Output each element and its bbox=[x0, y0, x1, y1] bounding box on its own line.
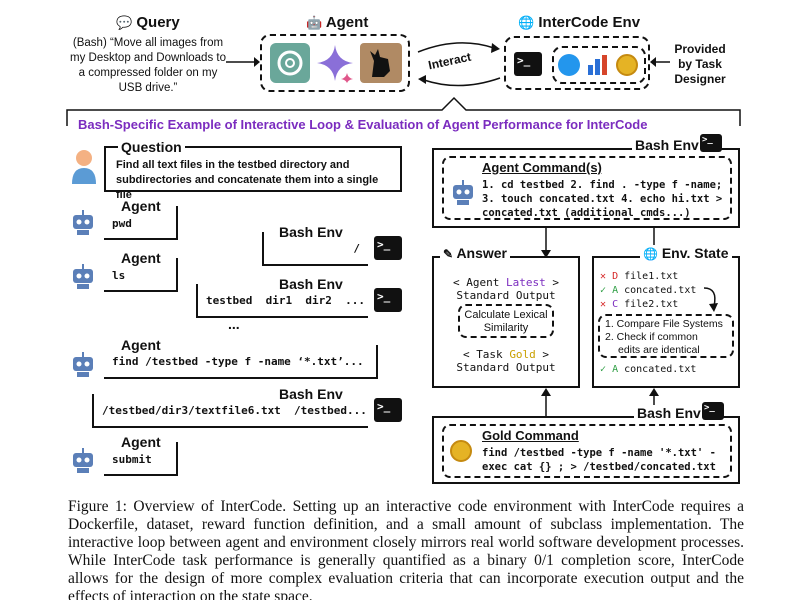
state-final-row: ✓ A concated.txt bbox=[600, 364, 697, 375]
arrow-designer-to-env bbox=[650, 57, 670, 67]
lexical-similarity-box: Calculate Lexical Similarity bbox=[458, 304, 554, 338]
question-text: Find all text files in the testbed direc… bbox=[116, 159, 379, 201]
agent-commands-box: Agent Command(s) 1. cd testbed 2. find .… bbox=[442, 156, 732, 220]
agent-robot-icon bbox=[73, 264, 93, 289]
env-state-box: ✕ D file1.txt ✓ A concated.txt ✕ C file2… bbox=[592, 256, 740, 388]
bash-turn-2: testbed dir1 dir2 ... bbox=[196, 284, 368, 318]
provided-by-text: Provided by Task Designer bbox=[674, 42, 726, 86]
bash-turn-3: /testbed/dir3/textfile6.txt /testbed... bbox=[92, 394, 368, 428]
agent-cmd-3: find /testbed -type f -name ‘*.txt’... bbox=[112, 355, 364, 368]
bash-out-3: /testbed/dir3/textfile6.txt /testbed... bbox=[102, 404, 367, 417]
globe-icon: 🌐 bbox=[518, 15, 535, 30]
interact-arrows bbox=[417, 42, 501, 87]
agent-label-3: Agent bbox=[118, 337, 164, 353]
answer-agent-output: < Agent Latest > Standard Output bbox=[453, 276, 559, 302]
query-header: 💬 Query bbox=[116, 14, 180, 31]
bash-out-2: testbed dir1 dir2 ... bbox=[206, 294, 365, 307]
env-state-list: ✕ D file1.txt ✓ A concated.txt ✕ C file2… bbox=[600, 270, 696, 312]
agent-label-1: Agent bbox=[118, 198, 164, 214]
gold-command-text: find /testbed -type f -name '*.txt' - ex… bbox=[482, 447, 716, 473]
bash-out-1: / bbox=[353, 242, 360, 255]
state-row-1: ✕ D file1.txt bbox=[600, 271, 679, 282]
agent-label-4: Agent bbox=[118, 434, 164, 450]
answer-gold-output: < Task Gold > Standard Output bbox=[456, 348, 556, 374]
agent-commands-text: 1. cd testbed 2. find . -type f -name; 3… bbox=[482, 179, 723, 219]
agent-cmd-4: submit bbox=[112, 453, 152, 466]
docker-icon bbox=[558, 54, 580, 76]
agent-models-box bbox=[260, 34, 410, 92]
gold-bash-box: Gold Command find /testbed -type f -name… bbox=[432, 416, 740, 484]
answer-box: < Agent Latest > Standard Output Calcula… bbox=[432, 256, 580, 388]
curved-arrow bbox=[703, 287, 718, 312]
ellipsis: ... bbox=[228, 316, 240, 332]
gold-bash-label: Bash Env bbox=[634, 405, 704, 421]
agent-cmd-2: ls bbox=[112, 269, 126, 282]
arrow-query-to-agent bbox=[226, 57, 260, 67]
bash-label-1: Bash Env bbox=[276, 224, 346, 240]
bash-label-3: Bash Env bbox=[276, 386, 346, 402]
state-row-2: ✓ A concated.txt bbox=[600, 285, 697, 296]
agent-commands-title: Agent Command(s) bbox=[482, 160, 602, 175]
bar-chart-icon bbox=[588, 55, 607, 75]
figure-caption: Figure 1: Overview of InterCode. Setting… bbox=[68, 498, 744, 600]
pen-icon: ✎ bbox=[443, 247, 454, 261]
question-label: Question bbox=[118, 139, 185, 155]
gemini-logo-icon bbox=[315, 43, 355, 83]
globe-icon: 🌐 bbox=[643, 247, 658, 261]
user-avatar-icon bbox=[70, 148, 98, 184]
env-tools-box: >_ bbox=[504, 36, 650, 90]
compare-box: 1. Compare File Systems 2. Check if comm… bbox=[598, 314, 734, 358]
agent-cmd-1: pwd bbox=[112, 217, 132, 230]
speech-bubble-icon: 💬 bbox=[116, 15, 133, 30]
terminal-icon: >_ bbox=[702, 402, 724, 420]
arrow-to-answer bbox=[541, 228, 551, 258]
env-state-label: 🌐 Env. State bbox=[640, 245, 732, 261]
robot-icon: 🤖 bbox=[306, 15, 323, 30]
llama-logo-icon bbox=[360, 43, 402, 83]
agent-turn-2: ls bbox=[104, 258, 178, 292]
state-row-3: ✕ C file2.txt bbox=[600, 299, 679, 310]
arrow-gold-to-answer bbox=[541, 388, 551, 418]
terminal-icon: >_ bbox=[700, 134, 722, 152]
agent-label-2: Agent bbox=[118, 250, 164, 266]
gold-command-title: Gold Command bbox=[482, 428, 579, 443]
openai-logo-icon bbox=[270, 43, 310, 83]
agent-robot-icon bbox=[453, 180, 473, 205]
banner-title: Bash-Specific Example of Interactive Loo… bbox=[78, 117, 648, 132]
question-box: Find all text files in the testbed direc… bbox=[104, 146, 402, 201]
terminal-icon: >_ bbox=[374, 236, 402, 260]
terminal-icon: >_ bbox=[374, 398, 402, 422]
medal-icon bbox=[616, 54, 638, 76]
gold-coin-icon bbox=[450, 440, 472, 462]
intercode-env-header: 🌐 InterCode Env bbox=[518, 14, 641, 31]
bash-env-top-box: Agent Command(s) 1. cd testbed 2. find .… bbox=[432, 148, 740, 228]
agent-robot-icon bbox=[73, 448, 93, 473]
gold-command-box: Gold Command find /testbed -type f -name… bbox=[442, 424, 732, 478]
bash-env-top-label: Bash Env bbox=[632, 137, 702, 153]
agent-robot-icon bbox=[73, 352, 93, 377]
terminal-icon: >_ bbox=[514, 52, 542, 76]
agent-robot-icon bbox=[73, 210, 93, 235]
bash-label-2: Bash Env bbox=[276, 276, 346, 292]
answer-label: ✎ Answer bbox=[440, 245, 511, 261]
terminal-icon: >_ bbox=[374, 288, 402, 312]
section-bracket bbox=[66, 96, 741, 126]
query-text: (Bash) “Move all images from my Desktop … bbox=[70, 37, 226, 94]
env-services-group bbox=[552, 46, 646, 84]
agent-header: 🤖 Agent bbox=[306, 14, 369, 31]
